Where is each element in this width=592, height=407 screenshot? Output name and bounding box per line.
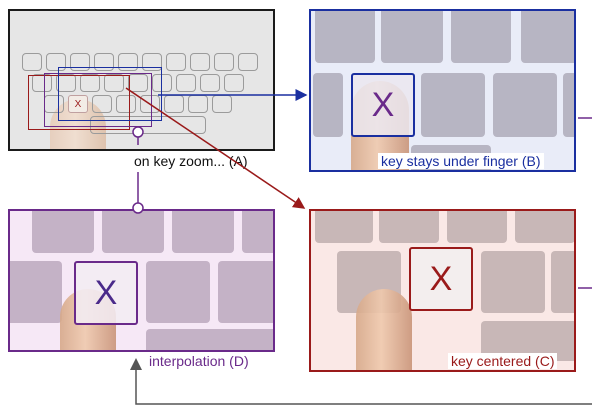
key (116, 95, 136, 113)
connector-d-circle (132, 202, 144, 214)
key (94, 53, 114, 71)
panel-a-keyboard-overview: X (8, 9, 275, 151)
key (118, 53, 138, 71)
x-key-letter: X (94, 273, 118, 312)
key (22, 53, 42, 71)
key (128, 74, 148, 92)
panel-c-label: key centered (C) (448, 353, 558, 369)
key (146, 329, 273, 350)
zoom-region-d-purple (44, 73, 152, 127)
key (200, 74, 220, 92)
x-key-small: X (68, 95, 88, 113)
key (379, 211, 439, 243)
key (146, 261, 210, 323)
space-bar (90, 116, 206, 134)
zoom-region-c-red (28, 75, 130, 130)
key (142, 53, 162, 71)
key (152, 74, 172, 92)
x-key-zoomed: X (351, 73, 415, 137)
key (238, 53, 258, 71)
key (313, 73, 343, 137)
key (214, 53, 234, 71)
connector-a-circle (132, 126, 144, 138)
key (563, 73, 574, 137)
key (190, 53, 210, 71)
arrow-a-to-c (125, 87, 306, 209)
key (551, 251, 574, 313)
key (493, 73, 557, 137)
key (46, 53, 66, 71)
key (515, 211, 574, 243)
x-key-letter: X (429, 259, 453, 298)
key (10, 261, 62, 323)
key (224, 74, 244, 92)
key (70, 53, 90, 71)
panel-b-key-under-finger: X (309, 9, 576, 172)
key (56, 74, 76, 92)
finger-image (356, 289, 412, 370)
key (32, 74, 52, 92)
key (481, 251, 545, 313)
x-key-zoomed: X (74, 261, 138, 325)
panel-b-label: key stays under finger (B) (378, 153, 544, 169)
key (102, 211, 164, 253)
key (80, 74, 100, 92)
key (315, 11, 375, 63)
x-key-letter: X (371, 85, 395, 124)
key (381, 11, 443, 63)
x-key-zoomed: X (409, 247, 473, 311)
key (521, 11, 574, 63)
key (315, 211, 373, 243)
key (140, 95, 160, 113)
arrow-loop-to-d (130, 358, 592, 405)
panel-d-label: interpolation (D) (146, 353, 252, 369)
key (32, 211, 94, 253)
key (447, 211, 507, 243)
key (92, 95, 112, 113)
key (218, 261, 273, 323)
key (166, 53, 186, 71)
zoom-region-b-blue (58, 67, 162, 121)
x-key-small-letter: X (74, 98, 82, 110)
panel-d-interpolation: X (8, 209, 275, 352)
panel-a-label: on key zoom... (A) (130, 153, 252, 169)
panel-c-key-centered: X (309, 209, 576, 372)
key (176, 74, 196, 92)
key (104, 74, 124, 92)
key (172, 211, 234, 253)
key (451, 11, 511, 63)
key (421, 73, 485, 137)
key (242, 211, 273, 253)
